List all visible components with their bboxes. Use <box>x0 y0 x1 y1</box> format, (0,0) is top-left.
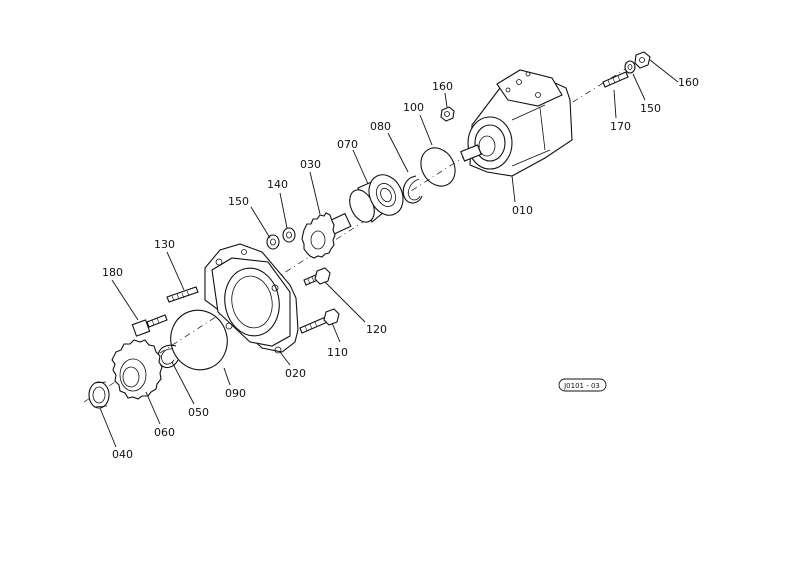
callout-160-right: 160 <box>678 76 699 89</box>
reference-code-badge: J0101 - 03 <box>558 378 607 392</box>
callout-060: 060 <box>154 426 175 439</box>
washer-part-140[interactable] <box>282 227 296 243</box>
callout-100: 100 <box>403 101 424 114</box>
callout-040: 040 <box>112 448 133 461</box>
callout-170: 170 <box>610 120 631 133</box>
gear-part-060[interactable] <box>111 339 163 400</box>
oil-seal-part-040[interactable] <box>88 381 110 409</box>
pump-body-part[interactable] <box>460 69 573 177</box>
callout-050: 050 <box>188 406 209 419</box>
housing-part-020[interactable] <box>204 243 299 354</box>
o-ring-part-090[interactable] <box>162 302 235 378</box>
callout-110: 110 <box>327 346 348 359</box>
callout-150-lower: 150 <box>228 195 249 208</box>
reference-code: J0101 - 03 <box>563 382 600 390</box>
callout-130: 130 <box>154 238 175 251</box>
nut-part-upper[interactable] <box>440 106 455 122</box>
callout-140: 140 <box>267 178 288 191</box>
callout-020: 020 <box>285 367 306 380</box>
shaft-gear-part-030[interactable] <box>301 212 352 259</box>
leader-lines <box>99 59 679 448</box>
plug-part-180[interactable] <box>131 314 168 337</box>
washer-part-150-upper[interactable] <box>624 60 636 74</box>
washer-part-150-lower[interactable] <box>266 234 280 250</box>
callout-070: 070 <box>337 138 358 151</box>
callout-080: 080 <box>370 120 391 133</box>
o-ring-part-100[interactable] <box>414 142 462 193</box>
callout-180: 180 <box>102 266 123 279</box>
callout-160-upper: 160 <box>432 80 453 93</box>
callout-150-upper: 150 <box>640 102 661 115</box>
callout-090: 090 <box>225 387 246 400</box>
callout-030: 030 <box>300 158 321 171</box>
bolt-part-110[interactable] <box>299 308 340 334</box>
stud-part-170[interactable] <box>602 71 629 88</box>
callout-labels: 010 020 030 040 050 060 070 080 090 100 … <box>102 76 699 461</box>
snap-ring-part-080[interactable] <box>402 175 423 204</box>
stud-part-130[interactable] <box>166 286 199 303</box>
callout-010: 010 <box>512 204 533 217</box>
bearing-part-070[interactable] <box>345 169 410 226</box>
callout-120: 120 <box>366 323 387 336</box>
nut-part-upper-right[interactable] <box>634 51 651 69</box>
bolt-part-120[interactable] <box>303 267 331 286</box>
